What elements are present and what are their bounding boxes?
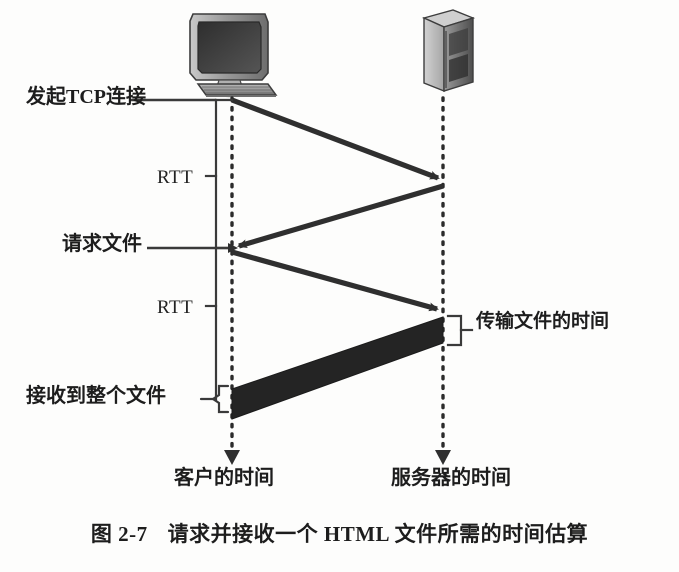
leader-request-file-arrowhead: [228, 243, 238, 253]
message-request-to-server: [231, 249, 439, 312]
message-syn-to-server: [231, 97, 440, 181]
sequence-diagram: [130, 9, 476, 465]
client-timeline-label: 客户的时间: [174, 467, 274, 489]
event-label-request-file: 请求文件: [62, 233, 142, 255]
figure-caption-text: 请求并接收一个 HTML 文件所需的时间估算: [167, 522, 589, 546]
interval-label-rtt-2: RTT: [157, 297, 194, 318]
event-label-initiate-tcp: 发起TCP连接: [26, 86, 146, 108]
figure-caption: 图 2-7 请求并接收一个 HTML 文件所需的时间估算: [0, 518, 679, 548]
interval-label-transfer-time: 传输文件的时间: [476, 311, 610, 332]
figure-caption-number: 图 2-7: [90, 522, 148, 546]
receive-file-brace: [199, 384, 230, 414]
server-timeline-label: 服务器的时间: [391, 467, 511, 489]
server-tower-icon: [421, 9, 476, 93]
server-timeline-arrowhead: [435, 450, 451, 465]
message-ack-to-client: [237, 183, 444, 249]
interval-label-rtt-1: RTT: [157, 167, 194, 188]
transfer-time-bracket: [446, 314, 474, 347]
file-transfer-band: [231, 316, 444, 420]
desktop-computer-icon: [189, 13, 278, 98]
client-timeline-arrowhead: [224, 450, 240, 465]
event-label-receive-whole-file: 接收到整个文件: [26, 385, 166, 407]
